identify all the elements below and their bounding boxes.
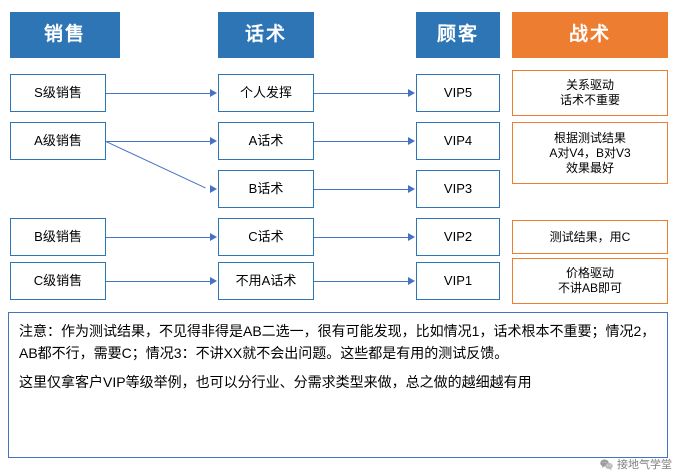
- wechat-icon: [600, 459, 613, 470]
- cell-tactic-use-c: 测试结果，用C: [512, 220, 668, 254]
- connector-arrow: [408, 277, 415, 285]
- connector-line: [314, 281, 409, 282]
- cell-script-personal: 个人发挥: [218, 74, 314, 112]
- connector-arrow: [408, 89, 415, 97]
- cell-customer-vip1: VIP1: [416, 262, 500, 300]
- cell-tactic-price-driven: 价格驱动 不讲AB即可: [512, 258, 668, 304]
- connector-line: [106, 141, 211, 142]
- cell-customer-vip2: VIP2: [416, 218, 500, 256]
- connector-line: [314, 237, 409, 238]
- connector-arrow: [210, 185, 217, 193]
- footer-credit: 接地气学堂: [600, 456, 672, 472]
- connector-arrow: [210, 277, 217, 285]
- cell-script-c: C话术: [218, 218, 314, 256]
- note-paragraph-1: 注意：作为测试结果，不见得非得是AB二选一，很有可能发现，比如情况1，话术根本不…: [19, 323, 656, 361]
- cell-customer-vip5: VIP5: [416, 74, 500, 112]
- header-tactic: 战术: [512, 12, 668, 58]
- cell-script-b: B话术: [218, 170, 314, 208]
- connector-line: [106, 237, 211, 238]
- cell-tactic-relationship: 关系驱动 话术不重要: [512, 70, 668, 116]
- connector-line: [314, 141, 409, 142]
- note-box: 注意：作为测试结果，不见得非得是AB二选一，很有可能发现，比如情况1，话术根本不…: [8, 312, 668, 458]
- cell-script-not-a: 不用A话术: [218, 262, 314, 300]
- connector-line: [106, 93, 211, 94]
- footer-text: 接地气学堂: [617, 459, 672, 471]
- connector-arrow: [408, 137, 415, 145]
- connector-arrow: [408, 185, 415, 193]
- connector-arrow: [210, 137, 217, 145]
- connector-diagonal: [105, 141, 206, 189]
- cell-customer-vip3: VIP3: [416, 170, 500, 208]
- cell-sales-s: S级销售: [10, 74, 106, 112]
- note-paragraph-2: 这里仅拿客户VIP等级举例，也可以分行业、分需求类型来做，总之做的越细越有用: [19, 374, 532, 391]
- connector-arrow: [210, 89, 217, 97]
- header-sales: 销售: [10, 12, 120, 58]
- connector-arrow: [210, 233, 217, 241]
- cell-script-a: A话术: [218, 122, 314, 160]
- connector-line: [314, 189, 409, 190]
- cell-sales-b: B级销售: [10, 218, 106, 256]
- header-customer: 顾客: [416, 12, 500, 58]
- connector-line: [314, 93, 409, 94]
- header-script: 话术: [218, 12, 314, 58]
- connector-arrow: [408, 233, 415, 241]
- cell-sales-a: A级销售: [10, 122, 106, 160]
- connector-line: [106, 281, 211, 282]
- cell-sales-c: C级销售: [10, 262, 106, 300]
- cell-customer-vip4: VIP4: [416, 122, 500, 160]
- cell-tactic-test-result: 根据测试结果 A对V4，B对V3 效果最好: [512, 122, 668, 184]
